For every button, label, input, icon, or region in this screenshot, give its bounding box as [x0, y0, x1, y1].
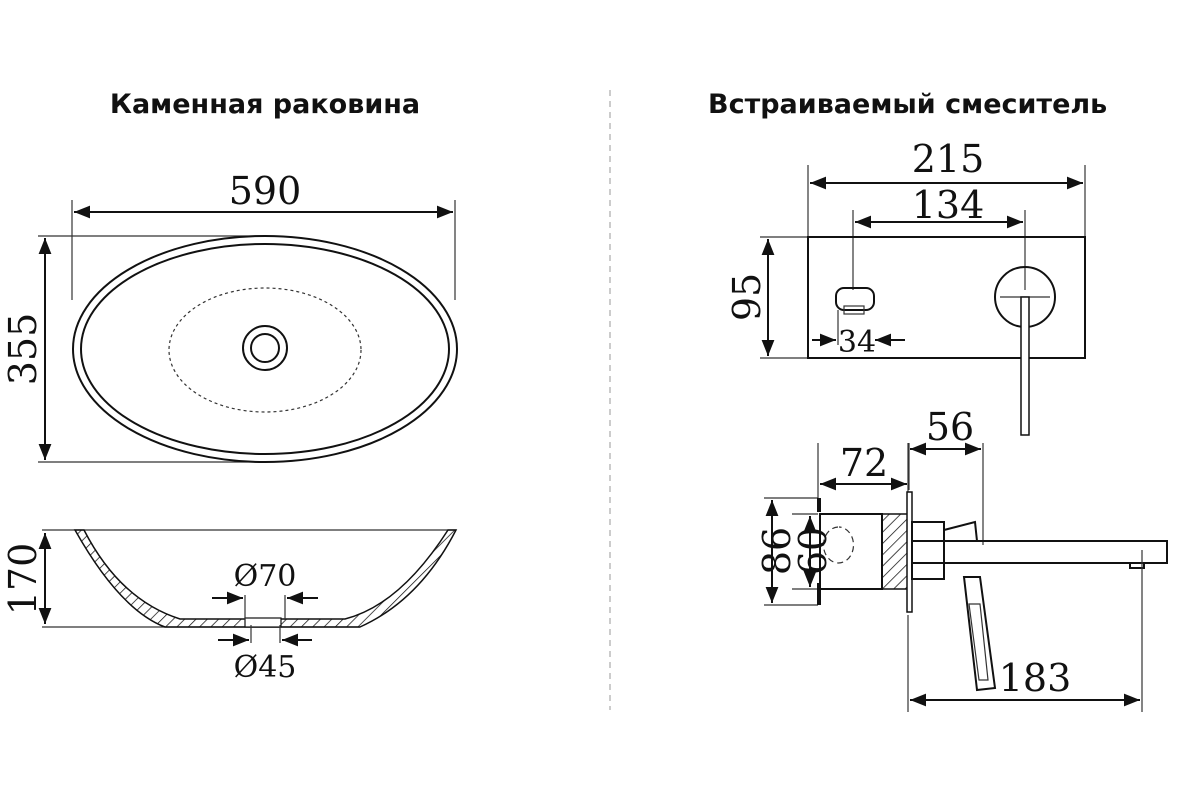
outlet-bottom-label: Ø45 — [234, 650, 297, 685]
body-height-label: 60 — [791, 527, 835, 575]
mixer-side-view — [764, 442, 1168, 712]
sink-section-view — [38, 529, 458, 647]
flange-outer-label: 86 — [755, 527, 799, 575]
mixer-front-view — [760, 165, 1086, 436]
mixer-title: Встраиваемый смеситель — [708, 89, 1107, 120]
sink-width-label: 590 — [229, 169, 302, 213]
sink-top-view — [38, 200, 458, 463]
small-handle-label: 34 — [838, 325, 876, 360]
body-depth-label: 72 — [840, 441, 888, 485]
sink-depth-label: 355 — [1, 313, 45, 386]
sink-height-label: 170 — [1, 543, 45, 616]
outlet-top-label: Ø70 — [234, 559, 297, 594]
sink-title: Каменная раковина — [110, 89, 420, 120]
axis-distance-label: 134 — [912, 183, 985, 227]
plate-height-label: 95 — [725, 273, 769, 321]
handle-projection-label: 56 — [926, 405, 974, 449]
plate-width-label: 215 — [912, 137, 985, 181]
spout-length-label: 183 — [999, 656, 1072, 700]
